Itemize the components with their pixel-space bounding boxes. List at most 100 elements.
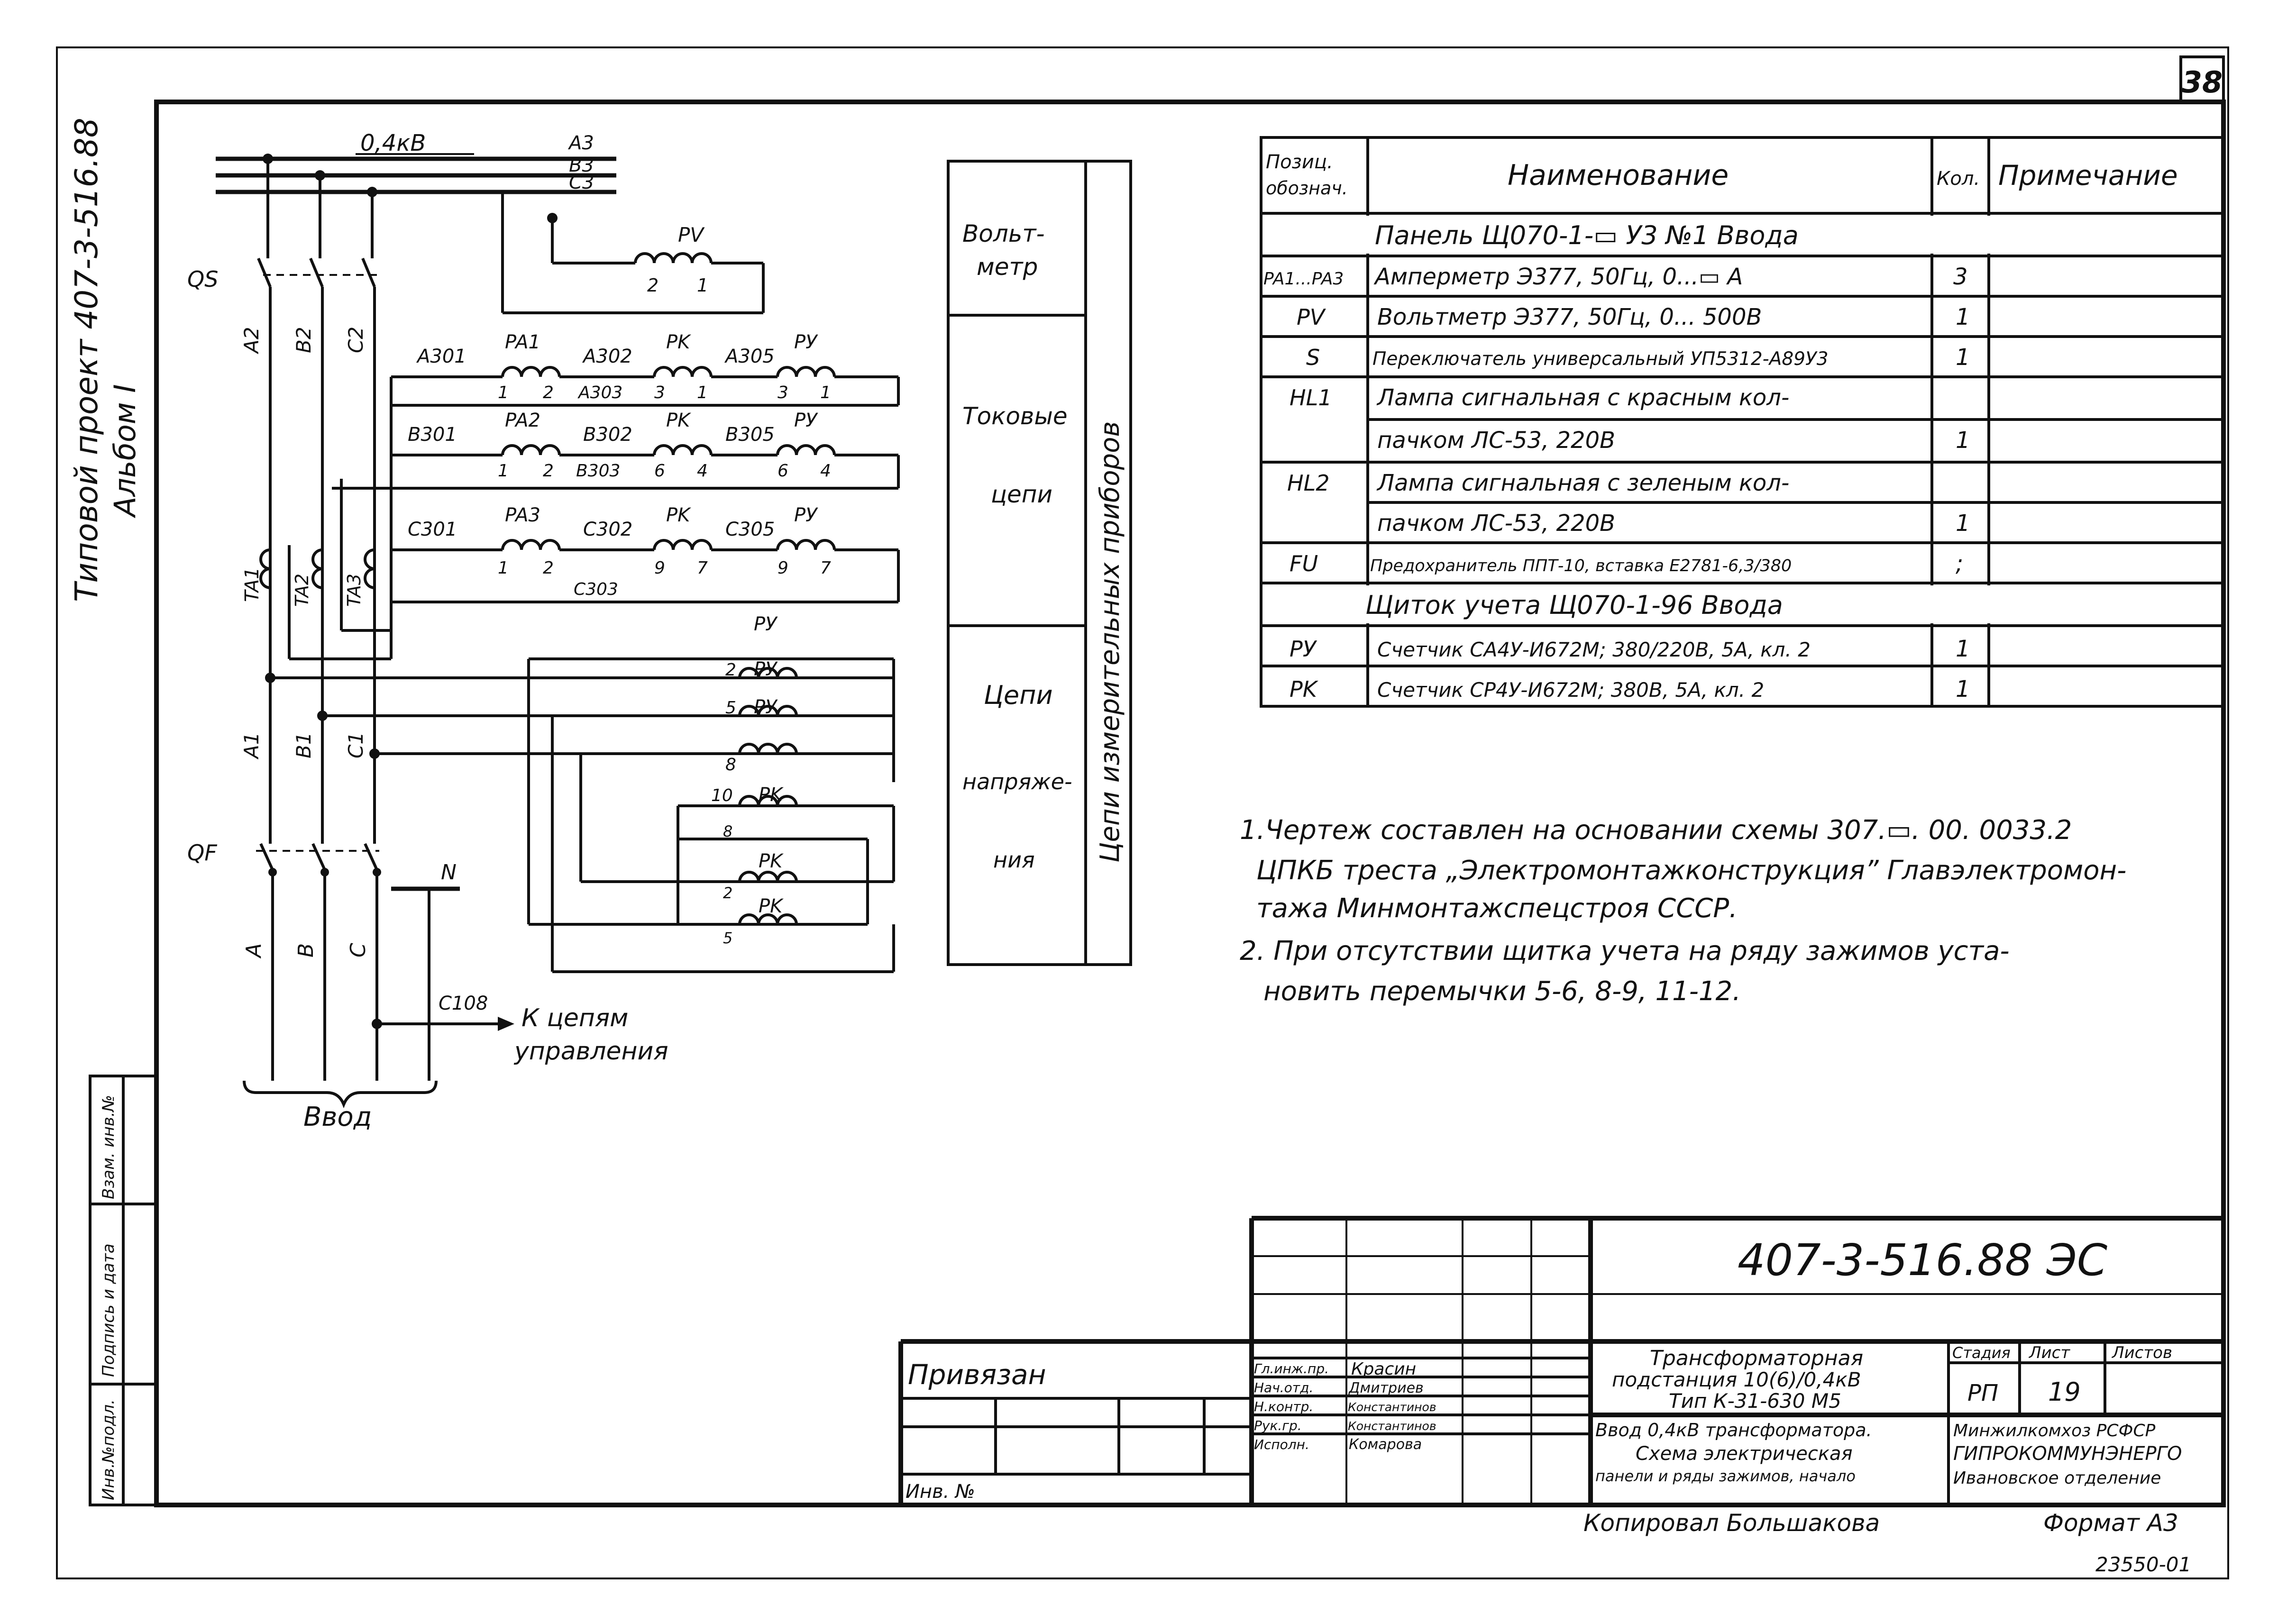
vcoil-pk-2: PK (759, 850, 784, 872)
row-name-hl2-b: пачком ЛС-53, 220В (1377, 510, 1615, 537)
wire-c1: C1 (344, 732, 367, 758)
current-row-a: A301 PA1 1 2 A302 A303 PK 3 1 A305 PУ 3 … (391, 331, 900, 407)
spec-table: Позиц. обознач. Наименование Кол. Примеч… (1260, 136, 2225, 708)
meter-pk-c: PK (666, 504, 691, 526)
instrument-groups: Вольт- метр Токовые цепи Цепи напряже- н… (947, 160, 1132, 966)
pv-label: PV (678, 223, 705, 246)
row-qty-pv: 1 (1956, 304, 1970, 330)
group-voltage-3: ния (993, 847, 1035, 873)
wire-c302: C302 (583, 519, 632, 540)
group-voltmeter-2: метр (977, 253, 1038, 281)
privyazan: Привязан (908, 1359, 1046, 1391)
vcoil-pu-3: PУ (754, 696, 778, 718)
row-name-fu: Предохранитель ППТ-10, вставка Е2781-6,3… (1370, 556, 1792, 575)
note-line-2: ЦПКБ треста „Электромонтажконструкция” Г… (1256, 855, 2126, 886)
sig-role-5: Исполн. (1254, 1437, 1309, 1452)
group-current-2: цепи (991, 481, 1052, 508)
row-pos-pv: PV (1297, 304, 1326, 330)
meter-pu-c: PУ (794, 504, 818, 526)
wire-a301: A301 (416, 346, 467, 367)
bus-phase-c3: C3 (569, 172, 594, 193)
meter-pu-a: PУ (794, 331, 818, 353)
inv-no: Инв. № (906, 1481, 975, 1503)
pv-terminal-2: 2 (647, 275, 659, 296)
sheet-title-1: Ввод 0,4кВ трансформатора. (1595, 1420, 1872, 1441)
ct-ta2: TA2 (292, 574, 312, 607)
wire-a303: A303 (577, 383, 622, 402)
sig-role-2: Нач.отд. (1254, 1380, 1313, 1395)
pu-b-terminal-6: 6 (778, 461, 788, 481)
current-row-c: C301 PA3 1 2 C302 C303 PK 9 7 C305 PУ 9 … (391, 504, 900, 603)
sheet-value: 19 (2048, 1377, 2081, 1407)
sheets-header: Листов (2111, 1343, 2172, 1362)
pu-c-terminal-7: 7 (820, 558, 831, 578)
pa3-terminal-1: 1 (498, 558, 509, 578)
sig-name-3: Константинов (1348, 1400, 1436, 1414)
sig-name-4: Константинов (1348, 1419, 1436, 1433)
meter-pa1: PA1 (505, 331, 540, 353)
vcoil-pk-3-term: 2 (723, 884, 732, 902)
pk-b-terminal-6: 6 (654, 461, 665, 481)
pv-terminal-1: 1 (697, 275, 708, 296)
row-qty-pk: 1 (1956, 676, 1970, 702)
sheet-outer-frame (56, 46, 2229, 1579)
row-name-hl1-a: Лампа сигнальная с красным кол- (1376, 384, 1789, 411)
sheet-number-box (2179, 55, 2225, 103)
wire-b302: B302 (583, 424, 632, 446)
group-voltage-1: Цепи (984, 680, 1053, 710)
qf-label: QF (187, 840, 217, 866)
bus-phase-b3: B3 (569, 155, 594, 176)
th-pos-2: обознач. (1266, 178, 1348, 199)
wire-b2: B2 (292, 327, 315, 353)
pk-b-terminal-4: 4 (697, 461, 708, 481)
row-pos-fu: FU (1290, 551, 1318, 576)
vcoil-pk-2-term: 8 (723, 822, 732, 840)
row-name-pk: Счетчик СР4У-И672М; 380В, 5А, кл. 2 (1377, 678, 1764, 702)
object-line1: Трансформаторная (1650, 1346, 1863, 1370)
wire-a2: A2 (240, 327, 263, 355)
note-line-5: новить перемычки 5-6, 8-9, 11-12. (1263, 976, 1741, 1007)
sheet-header: Лист (2028, 1343, 2070, 1362)
row-qty-s: 1 (1956, 344, 1970, 371)
org-line1: Минжилкомхоз РСФСР (1953, 1421, 2156, 1441)
pa2-terminal-2: 2 (543, 461, 554, 481)
note-line-3: тажа Минмонтажспецстроя СССР. (1256, 893, 1738, 924)
th-note: Примечание (1998, 159, 2178, 191)
phase-b: B (294, 943, 318, 957)
th-pos-1: Позиц. (1266, 151, 1333, 173)
wire-a1: A1 (240, 732, 263, 760)
meter-pa3: PA3 (505, 504, 540, 526)
group-voltmeter-1: Вольт- (962, 220, 1045, 247)
side-stamp: Инв.№подл. Подпись и дата Взам. инв.№ (89, 1075, 158, 1506)
current-transformers: TA1 TA2 TA3 (241, 377, 393, 660)
note-line-4: 2. При отсутствии щитка учета на ряду за… (1240, 936, 2010, 967)
row-name-hl1-b: пачком ЛС-53, 220В (1377, 427, 1615, 454)
qs-label: QS (187, 266, 218, 292)
vcoil-pu-2-term: 5 (725, 698, 736, 718)
org-line3: Ивановское отделение (1953, 1468, 2161, 1488)
pk-a-terminal-1: 1 (697, 383, 708, 402)
sig-name-5: Комарова (1349, 1436, 1422, 1453)
sig-role-3: Н.контр. (1254, 1399, 1313, 1414)
stage-value: РП (1967, 1380, 1998, 1406)
group-current-1: Токовые (962, 402, 1068, 430)
wire-c305: C305 (725, 519, 775, 540)
current-row-b: B301 PA2 1 2 B302 B303 PK 6 4 B305 PУ 6 … (332, 410, 900, 490)
row-name-hl2-a: Лампа сигнальная с зеленым кол- (1376, 470, 1789, 496)
row-name-pv: Вольтметр Э377, 50Гц, 0... 500В (1377, 304, 1762, 330)
ct-ta1: TA1 (241, 567, 263, 602)
vcoil-pk-1-term: 10 (711, 786, 733, 805)
row-pos-pa: PA1...PA3 (1263, 269, 1344, 289)
input-label: Ввод (303, 1102, 372, 1132)
wire-b303: B303 (576, 461, 620, 481)
row-pos-s: S (1306, 345, 1320, 370)
pk-a-terminal-3: 3 (654, 383, 665, 402)
vcoil-pk-1: PK (759, 784, 784, 806)
pa1-terminal-2: 2 (543, 383, 554, 402)
voltage-circuits: PУ 2 PУ 5 PУ 8 10 PK 8 PK 2 PK 5 (265, 613, 895, 973)
sig-name-2: Дмитриев (1348, 1380, 1424, 1396)
org-line2: ГИПРОКОММУНЭНЕРГО (1953, 1443, 2182, 1465)
neutral-label: N (441, 860, 457, 884)
pu-a-terminal-3: 3 (778, 383, 788, 402)
wire-b1: B1 (292, 732, 315, 758)
